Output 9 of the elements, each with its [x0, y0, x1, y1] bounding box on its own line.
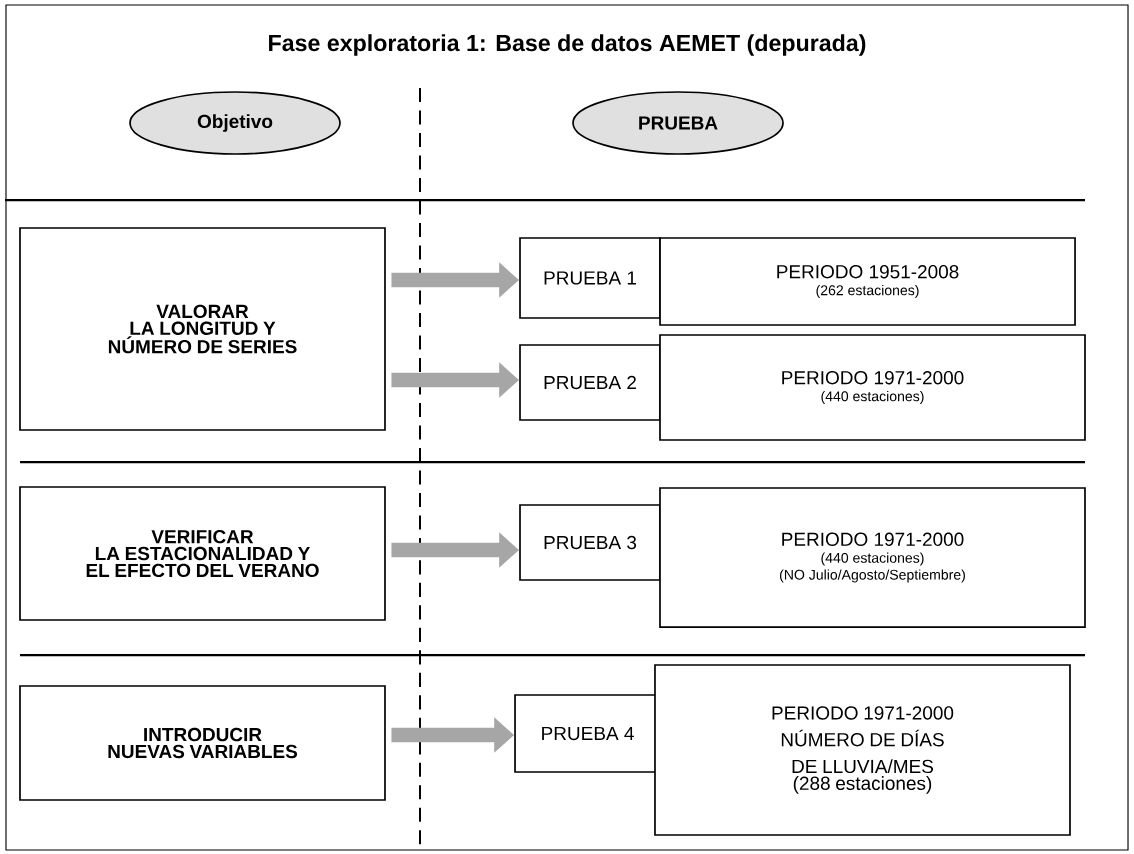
title: Fase exploratoria 1: Base de datos AEMET (depurada): [269, 34, 866, 56]
objective-box: VALORAR LA LONGITUD Y NÚMERO DE SERIES: [19, 227, 386, 431]
test-box: PRUEBA 1: [519, 237, 661, 319]
test-box: PRUEBA 2: [519, 344, 661, 421]
test-box: PRUEBA 3: [519, 504, 661, 581]
test-box: PRUEBA 4: [514, 694, 661, 773]
objective-box: INTRODUCIR NUEVAS VARIABLES: [19, 685, 386, 801]
period-box: PERIODO 1971-2000 NÚMERO DE DÍAS DE LLUVIA/MES (288 estaciones): [654, 664, 1071, 836]
objective-box: VERIFICAR LA ESTACIONALIDAD Y EL EFECTO DEL VERANO: [19, 486, 386, 621]
